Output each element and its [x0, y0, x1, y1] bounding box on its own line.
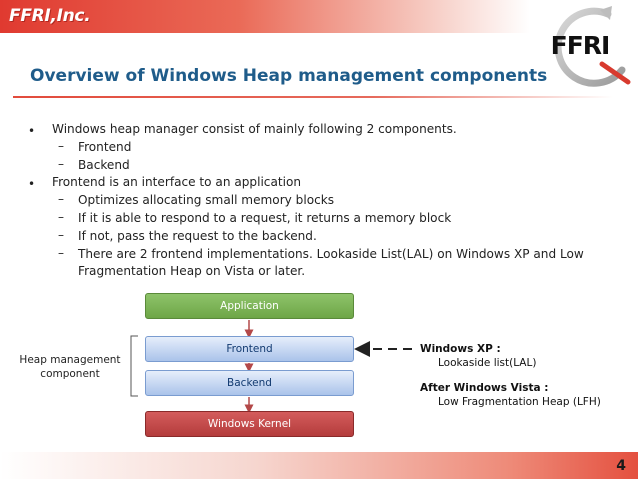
page-number: 4: [616, 458, 626, 474]
sub-bullet-item: Frontend: [78, 140, 132, 154]
logo-text: FFRI: [551, 31, 610, 60]
footer-bar: [0, 452, 638, 479]
company-name: FFRI,Inc.: [9, 6, 91, 26]
bullet-item: Windows heap manager consist of mainly f…: [52, 122, 457, 136]
title-underline: [13, 96, 613, 98]
sub-bullet-item: If not, pass the request to the backend.: [78, 229, 317, 243]
sub-bullet-item-continued: Fragmentation Heap on Vista or later.: [78, 264, 306, 278]
bullet-icon: •: [28, 177, 36, 191]
sub-bullet-item: Optimizes allocating small memory blocks: [78, 193, 335, 207]
backend-box: Backend: [145, 370, 354, 396]
dash-icon: –: [58, 246, 64, 260]
slide-title: Overview of Windows Heap management comp…: [30, 66, 548, 86]
heap-management-label: Heap management component: [18, 353, 122, 381]
vista-value: Low Fragmentation Heap (LFH): [438, 396, 601, 408]
sub-bullet-item: There are 2 frontend implementations. Lo…: [78, 247, 584, 261]
heap-component-bracket: [130, 335, 138, 397]
frontend-box: Frontend: [145, 336, 354, 362]
sub-bullet-item: If it is able to respond to a request, i…: [78, 211, 452, 225]
windows-kernel-box: Windows Kernel: [145, 411, 354, 437]
sub-bullet-item: Backend: [78, 158, 130, 172]
dash-icon: –: [58, 157, 64, 171]
dash-icon: –: [58, 139, 64, 153]
heap-label-line1: Heap management: [19, 354, 121, 366]
bullet-item: Frontend is an interface to an applicati…: [52, 175, 302, 189]
windows-xp-heading: Windows XP :: [420, 343, 501, 355]
application-box: Application: [145, 293, 354, 319]
header-bar: FFRI,Inc.: [0, 0, 530, 33]
ffri-logo: FFRI: [551, 6, 631, 87]
vista-heading: After Windows Vista :: [420, 382, 549, 394]
bullet-icon: •: [28, 124, 36, 138]
dash-icon: –: [58, 210, 64, 224]
windows-xp-value: Lookaside list(LAL): [438, 357, 537, 369]
heap-label-line2: component: [40, 368, 100, 380]
dash-icon: –: [58, 228, 64, 242]
dash-icon: –: [58, 192, 64, 206]
